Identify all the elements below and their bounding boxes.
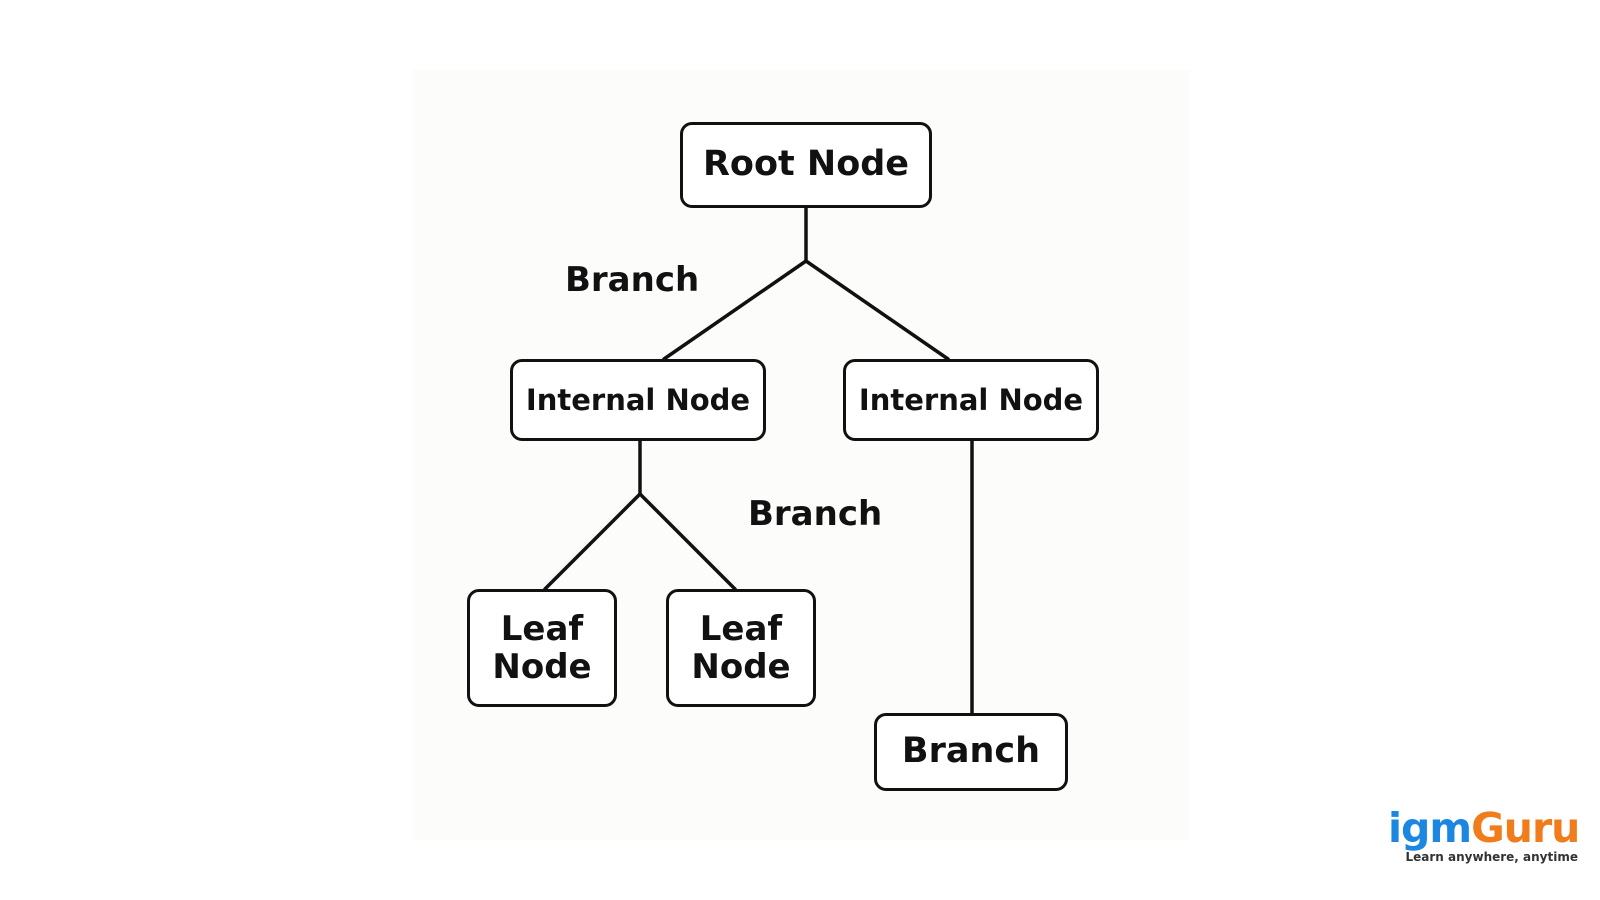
- internal-node-left: Internal Node: [510, 359, 766, 441]
- left-to-leaf1-line: [543, 492, 642, 591]
- leaf-node-1-line1: Leaf: [500, 608, 584, 649]
- root-to-right-line: [804, 259, 950, 361]
- root-to-left-line: [662, 259, 808, 361]
- root-node: Root Node: [680, 122, 932, 208]
- internal-node-right: Internal Node: [843, 359, 1099, 441]
- logo-wordmark: igmGuru: [1388, 804, 1580, 852]
- leaf-node-2-line2: Node: [691, 647, 791, 687]
- leaf-node-1-line2: Node: [492, 647, 592, 687]
- left-to-leaf2-line: [638, 492, 737, 591]
- leaf-node-1: Leaf Node: [467, 589, 617, 707]
- branch-label-upper: Branch: [565, 260, 700, 300]
- logo-part1: igm: [1388, 804, 1472, 852]
- branch-node-label: Branch: [901, 731, 1041, 772]
- logo-tagline: Learn anywhere, anytime: [1405, 850, 1579, 864]
- igmguru-logo: igmGuru Learn anywhere, anytime: [1388, 804, 1580, 866]
- internal-node-right-label: Internal Node: [858, 382, 1084, 417]
- branch-node: Branch: [874, 713, 1068, 791]
- root-node-label: Root Node: [702, 144, 910, 185]
- leaf-node-2: Leaf Node: [666, 589, 816, 707]
- internal-node-left-label: Internal Node: [525, 382, 751, 417]
- logo-part2: Guru: [1471, 804, 1580, 852]
- leaf-node-2-line1: Leaf: [699, 608, 783, 649]
- branch-label-lower: Branch: [748, 494, 883, 534]
